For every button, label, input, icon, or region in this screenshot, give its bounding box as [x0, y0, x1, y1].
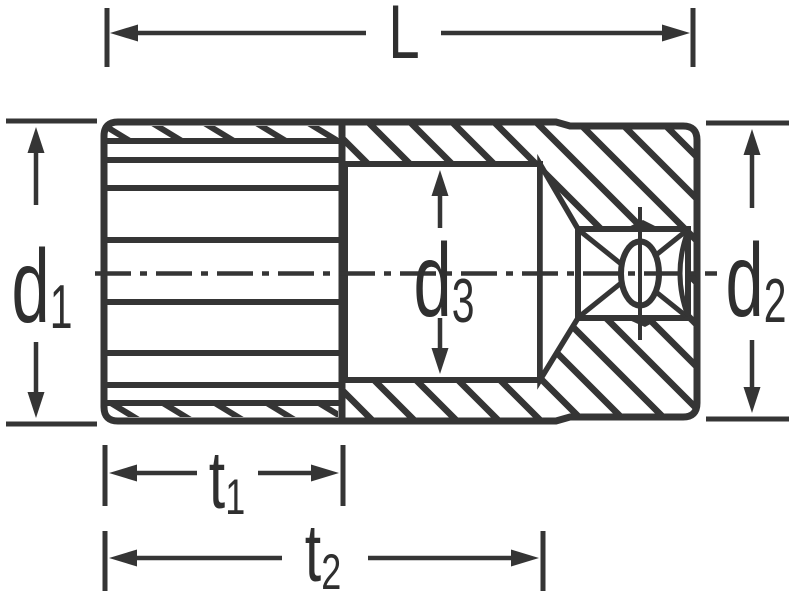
dim-d1-arrow-up — [27, 127, 45, 153]
dimension-t1: t1 — [102, 435, 346, 527]
socket-body — [95, 118, 717, 425]
dim-t2-arrow-left — [109, 549, 137, 567]
label-t2: t2 — [305, 508, 341, 600]
dim-t2-arrow-right — [511, 549, 539, 567]
dim-t1-arrow-left — [109, 464, 137, 482]
label-L: L — [388, 0, 419, 75]
bottom-band-hatch — [109, 406, 338, 417]
dim-L-arrow-left — [110, 24, 138, 42]
profile-lines — [104, 138, 342, 406]
dimension-d1: d1 — [6, 118, 97, 427]
dimension-t2: t2 — [102, 508, 546, 600]
label-d1: d1 — [12, 228, 73, 345]
dim-d1-arrow-down — [27, 392, 45, 418]
dim-t1-arrow-right — [311, 464, 339, 482]
dim-d2-arrow-down — [743, 387, 761, 413]
dim-d3-arrow-up — [431, 170, 449, 196]
label-t1: t1 — [209, 435, 245, 527]
dim-d3-arrow-down — [431, 348, 449, 374]
top-band-hatch — [108, 126, 338, 138]
dimension-L: L — [104, 0, 696, 75]
detent-bump-top — [620, 220, 665, 231]
dimension-d2: d2 — [706, 120, 789, 422]
dimension-d3: d3 — [414, 170, 475, 374]
label-d3: d3 — [414, 222, 475, 339]
dim-d2-arrow-up — [743, 129, 761, 155]
detent-bump-bottom — [620, 316, 665, 327]
label-d2: d2 — [726, 222, 787, 339]
dim-L-arrow-right — [662, 24, 690, 42]
